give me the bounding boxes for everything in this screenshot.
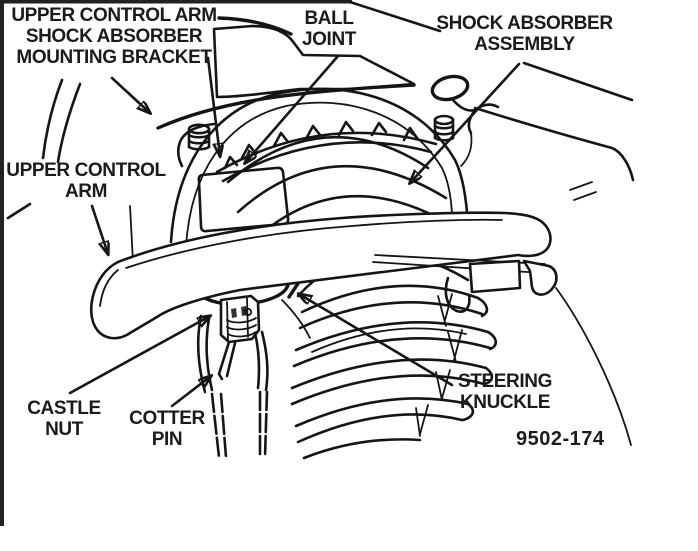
leader-bracket-second — [206, 56, 220, 156]
leader-cotter-pin — [170, 376, 211, 408]
callout-line: SHOCK ABSORBER — [25, 26, 203, 47]
callout-steering-knuckle: STEERING KNUCKLE — [450, 371, 560, 413]
callout-line: ASSEMBLY — [474, 34, 575, 55]
bracket-stud-right — [433, 114, 455, 142]
callout-line: JOINT — [302, 29, 356, 50]
upper-control-arm-shape — [89, 211, 558, 340]
callout-line: UPPER CONTROL — [6, 160, 166, 181]
callout-leaders — [68, 54, 521, 408]
callout-line: BALL — [304, 8, 354, 29]
callout-mounting-bracket: UPPER CONTROL ARM SHOCK ABSORBER MOUNTIN… — [8, 5, 220, 68]
callout-line: ARM — [64, 181, 108, 202]
shock-rod-end — [430, 74, 500, 167]
leader-shock-assembly — [410, 62, 521, 183]
callout-cotter-pin: COTTER PIN — [124, 408, 210, 450]
figure-number: 9502-174 — [516, 428, 605, 450]
callout-upper-control-arm: UPPER CONTROL ARM — [6, 160, 166, 202]
page-border — [0, 0, 352, 526]
leader-mounting-bracket — [110, 76, 150, 113]
fender-lip-line — [156, 83, 416, 130]
callout-line: SHOCK ABSORBER — [436, 13, 613, 34]
cotter-pin-shape — [217, 340, 237, 381]
callout-shock-absorber-assembly: SHOCK ABSORBER ASSEMBLY — [432, 13, 617, 55]
leader-ball-joint — [245, 54, 340, 163]
spring-seat-serrations — [215, 120, 438, 183]
callout-line: NUT — [45, 419, 83, 440]
shaded-body-panel — [156, 24, 416, 130]
callout-line: UPPER CONTROL ARM — [11, 5, 217, 26]
callout-ball-joint: BALL JOINT — [283, 8, 375, 50]
leader-castle-nut — [68, 316, 210, 395]
leader-steering-knuckle — [299, 294, 454, 387]
callout-castle-nut: CASTLE NUT — [20, 398, 108, 440]
bracket-stud-left — [187, 123, 211, 151]
callout-line: CASTLE — [27, 398, 101, 419]
callout-line: PIN — [151, 429, 183, 450]
knuckle-stem — [210, 390, 269, 459]
ball-joint-boot — [197, 166, 290, 233]
leader-upper-control-arm — [90, 204, 108, 254]
callout-line: STEERING — [458, 371, 552, 392]
body-outline-lines — [6, 0, 635, 446]
callout-line: COTTER — [129, 408, 205, 429]
callout-line: KNUCKLE — [459, 392, 551, 413]
callout-line: MOUNTING BRACKET — [16, 47, 212, 68]
castle-nut-shape — [219, 294, 261, 344]
